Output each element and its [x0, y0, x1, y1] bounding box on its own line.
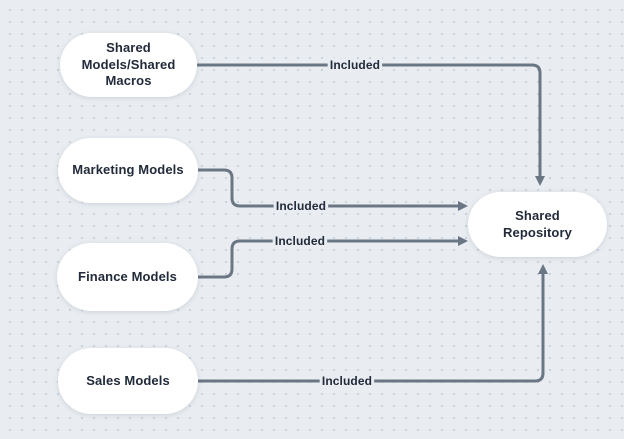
node-finance-models[interactable]: Finance Models [57, 243, 198, 311]
node-shared-models-shared-macros[interactable]: Shared Models/Shared Macros [60, 33, 197, 97]
arrowhead-up-icon [538, 264, 548, 274]
node-sales-models[interactable]: Sales Models [58, 348, 198, 414]
node-label: Sales Models [86, 372, 170, 388]
arrowhead-right-icon [458, 236, 468, 246]
node-label: Shared Models/Shared Macros [81, 39, 176, 89]
node-label: Finance Models [78, 268, 177, 284]
connector-sales-models-to-repository [197, 271, 545, 383]
node-marketing-models[interactable]: Marketing Models [58, 138, 198, 203]
connector-shared-models-to-repository [197, 63, 542, 179]
node-shared-repository[interactable]: Shared Repository [468, 192, 607, 257]
connector-finance-models-to-repository [198, 239, 459, 279]
connector-marketing-models-to-repository [198, 168, 459, 208]
arrowhead-right-icon [458, 201, 468, 211]
arrowhead-down-icon [535, 176, 545, 186]
edge-label: Included [276, 199, 326, 213]
edge-label: Included [322, 374, 372, 388]
node-label: Marketing Models [72, 162, 184, 178]
edge-label: Included [275, 234, 325, 248]
node-label: Shared Repository [503, 207, 572, 240]
edge-label: Included [330, 58, 380, 72]
